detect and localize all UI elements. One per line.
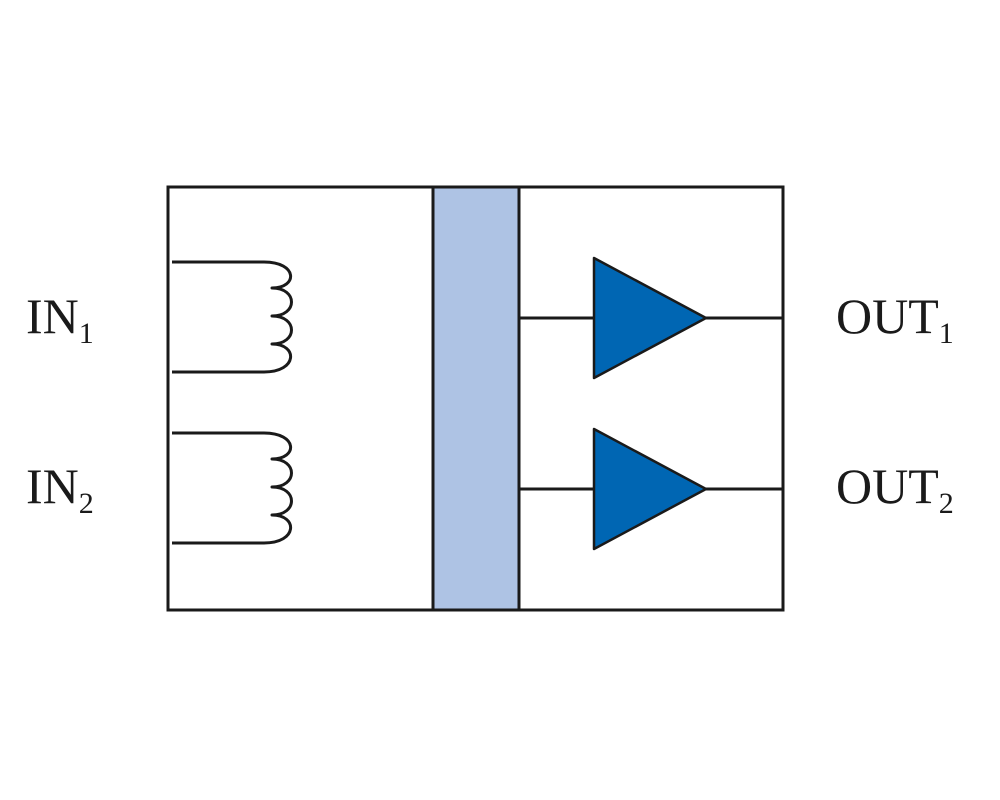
output-label-1: OUT1	[836, 288, 954, 350]
output-channel-2	[519, 427, 783, 551]
inductor-coil-icon	[172, 431, 293, 545]
amplifier-triangle-icon	[592, 427, 708, 551]
amplifier-triangle-icon	[592, 256, 708, 380]
package-outline	[166, 185, 785, 612]
inductor-coil-icon	[172, 260, 293, 374]
input-coil-1	[172, 260, 293, 374]
output-label-2: OUT2	[836, 458, 954, 520]
input-coil-2	[172, 431, 293, 545]
isolation-barrier	[431, 185, 521, 612]
input-label-1: IN1	[26, 288, 94, 350]
output-channel-1	[519, 256, 783, 380]
input-label-2: IN2	[26, 458, 94, 520]
